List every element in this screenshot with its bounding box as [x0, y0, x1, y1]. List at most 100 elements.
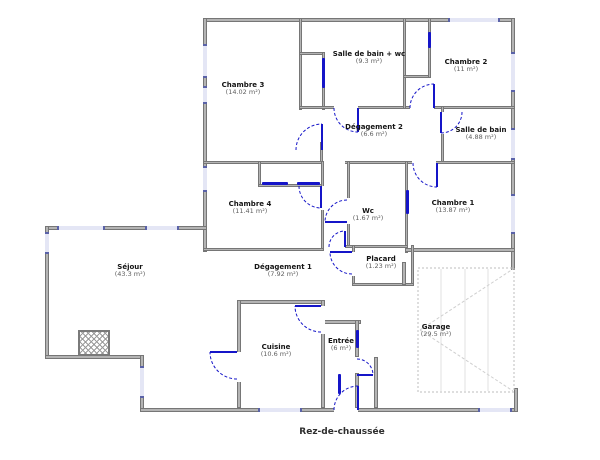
door-swing-arc — [328, 230, 346, 248]
room-label: Garage(29.5 m²) — [421, 323, 452, 339]
door-leaf — [406, 190, 409, 214]
wall — [405, 248, 515, 252]
wall — [299, 18, 302, 110]
door-opening — [321, 306, 325, 334]
door-leaf — [428, 32, 431, 48]
room-name: Dégagement 1 — [254, 263, 312, 272]
door-opening — [347, 198, 350, 224]
door-swing-arc — [324, 199, 348, 223]
wall — [352, 283, 414, 286]
room-area: (11.41 m²) — [232, 207, 268, 216]
garage-door-swing — [419, 268, 514, 331]
wall — [203, 161, 515, 164]
wall — [514, 388, 518, 412]
door-leaf — [338, 374, 341, 394]
window — [448, 18, 500, 22]
room-name: Placard — [366, 255, 396, 264]
window — [511, 52, 515, 92]
window — [145, 226, 179, 230]
window — [203, 166, 207, 192]
room-label: Entrée(6 m²) — [328, 337, 354, 353]
room-label: Chambre 2(11 m²) — [445, 58, 488, 74]
wall — [203, 248, 324, 251]
door-swing-arc — [440, 111, 463, 134]
fireplace-hatch — [78, 330, 110, 356]
wall — [402, 262, 406, 285]
garage-door-swing — [419, 329, 514, 392]
door-swing-arc — [333, 385, 359, 411]
window — [45, 232, 49, 254]
window — [258, 408, 302, 412]
room-name: Séjour — [117, 263, 143, 272]
floor-title: Rez-de-chaussée — [299, 427, 385, 437]
room-name: Chambre 4 — [228, 200, 272, 209]
window — [511, 128, 515, 160]
door-opening — [412, 161, 436, 164]
wall — [374, 357, 378, 408]
room-label: Chambre 1(13.87 m²) — [432, 199, 475, 215]
room-area: (6 m²) — [330, 344, 352, 353]
door-opening — [334, 106, 358, 109]
room-name: Cuisine — [261, 343, 291, 352]
door-swing-arc — [412, 162, 438, 188]
room-name: Chambre 2 — [444, 58, 488, 67]
door-opening — [410, 106, 434, 109]
window — [511, 194, 515, 234]
room-name: Entrée — [327, 337, 355, 346]
window — [203, 86, 207, 104]
room-label: Chambre 3(14.02 m²) — [222, 81, 265, 97]
door-swing-arc — [356, 358, 374, 376]
room-label: Dégagement 2(6.6 m²) — [345, 123, 403, 139]
room-name: Salle de bain — [455, 126, 507, 135]
room-area: (1.23 m²) — [365, 262, 397, 271]
door-opening — [334, 408, 358, 412]
wall — [299, 106, 515, 109]
window — [478, 408, 512, 412]
door-swing-arc — [295, 123, 323, 151]
garage-outline — [417, 267, 515, 393]
door-swing-arc — [329, 251, 353, 275]
room-area: (1.67 m²) — [352, 214, 384, 223]
room-label: Salle de bain + wc(9.3 m²) — [333, 50, 405, 66]
room-name: Salle de bain + wc — [332, 50, 406, 59]
room-name: Garage — [421, 323, 451, 332]
room-area: (43.3 m²) — [114, 270, 146, 279]
door-swing-arc — [298, 185, 322, 209]
room-area: (14.02 m²) — [225, 88, 261, 97]
room-label: Wc(1.67 m²) — [353, 207, 384, 223]
door-swing-arc — [409, 83, 435, 109]
room-name: Dégagement 2 — [345, 123, 403, 132]
door-opening — [321, 186, 324, 210]
door-leaf — [297, 182, 320, 185]
room-label: Salle de bain(4.88 m²) — [455, 126, 506, 142]
wall — [321, 300, 325, 408]
door-opening — [324, 161, 345, 164]
wall — [258, 184, 322, 187]
room-label: Dégagement 1(7.92 m²) — [254, 263, 312, 279]
room-area: (11 m²) — [453, 65, 479, 74]
room-label: Séjour(43.3 m²) — [115, 263, 146, 279]
room-area: (29.5 m²) — [420, 330, 452, 339]
room-area: (10.6 m²) — [260, 350, 292, 359]
room-label: Chambre 4(11.41 m²) — [229, 200, 272, 216]
room-name: Wc — [362, 207, 374, 216]
window — [203, 44, 207, 78]
room-area: (7.92 m²) — [267, 270, 299, 279]
room-label: Placard(1.23 m²) — [366, 255, 397, 271]
wall — [428, 18, 431, 78]
wall — [403, 18, 406, 109]
door-leaf — [262, 182, 288, 185]
door-swing-arc — [294, 305, 322, 333]
window — [140, 366, 144, 398]
room-name: Chambre 1 — [431, 199, 475, 208]
room-name: Chambre 3 — [221, 81, 265, 90]
window — [57, 226, 105, 230]
room-area: (6.6 m²) — [360, 130, 388, 139]
room-area: (13.87 m²) — [435, 206, 471, 215]
room-label: Cuisine(10.6 m²) — [261, 343, 292, 359]
door-swing-arc — [209, 351, 238, 380]
room-area: (4.88 m²) — [465, 133, 497, 142]
